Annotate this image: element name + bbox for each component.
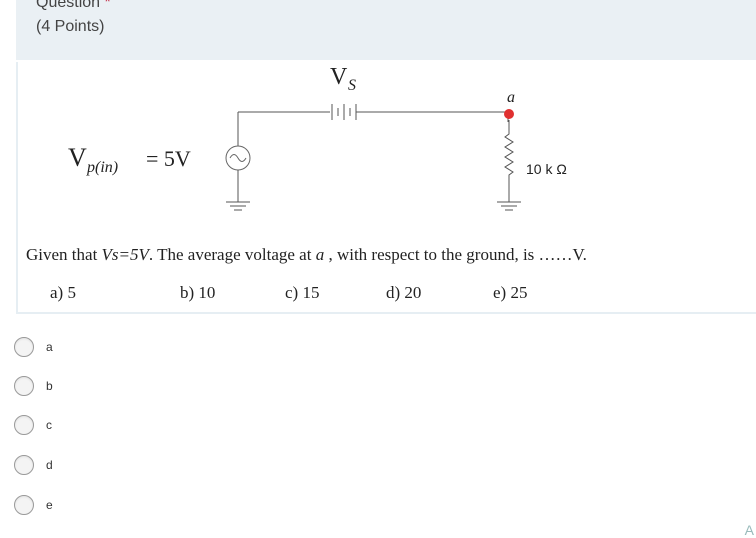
problem-vs: Vs=5V bbox=[102, 245, 152, 264]
option-label: b bbox=[46, 379, 53, 393]
option-a[interactable]: a bbox=[14, 335, 53, 359]
option-b[interactable]: b bbox=[14, 374, 53, 398]
source-sub: p(in) bbox=[86, 159, 118, 176]
resistor-label: 10 k Ω bbox=[526, 161, 567, 177]
ground-icon-right bbox=[497, 201, 521, 211]
battery-symbol bbox=[331, 104, 357, 120]
question-title-text: Question bbox=[36, 0, 101, 11]
choice-b: b) 10 bbox=[180, 283, 215, 302]
option-label: e bbox=[46, 498, 53, 512]
option-label: d bbox=[46, 458, 53, 472]
radio-button[interactable] bbox=[14, 337, 34, 357]
node-a-dot bbox=[504, 109, 514, 119]
question-points: (4 Points) bbox=[36, 18, 105, 35]
question-title: Question * bbox=[36, 0, 111, 12]
option-e[interactable]: e bbox=[14, 493, 53, 517]
choice-c: c) 15 bbox=[285, 283, 319, 302]
option-c[interactable]: c bbox=[14, 413, 52, 437]
problem-prefix: Given that bbox=[26, 245, 102, 264]
radio-button[interactable] bbox=[14, 495, 34, 515]
required-mark: * bbox=[104, 0, 111, 11]
radio-button[interactable] bbox=[14, 415, 34, 435]
circuit-diagram: V S V p(in) = 5V a 10 k Ω Given that Vs=… bbox=[26, 64, 587, 302]
battery-sub: S bbox=[348, 77, 356, 94]
source-value: = 5V bbox=[146, 146, 191, 171]
choice-d: d) 20 bbox=[386, 283, 421, 302]
radio-button[interactable] bbox=[14, 376, 34, 396]
source-label: V bbox=[68, 143, 87, 172]
sine-wave-icon bbox=[229, 154, 247, 162]
problem-middle: . The average voltage at bbox=[149, 245, 316, 264]
problem-suffix: , with respect to the ground, is ……V. bbox=[324, 245, 587, 264]
ground-icon-left bbox=[226, 201, 250, 211]
battery-label: V bbox=[330, 64, 348, 90]
option-d[interactable]: d bbox=[14, 453, 53, 477]
corner-glyph: A bbox=[744, 522, 754, 538]
choice-a: a) 5 bbox=[50, 283, 76, 302]
resistor-symbol bbox=[504, 120, 514, 202]
battery-gap bbox=[330, 102, 356, 122]
option-label: a bbox=[46, 340, 53, 354]
node-label: a bbox=[507, 89, 515, 106]
choice-e: e) 25 bbox=[493, 283, 527, 302]
problem-node: a bbox=[316, 245, 325, 264]
question-header: Question * (4 Points) bbox=[16, 0, 756, 60]
problem-statement: Given that Vs=5V. The average voltage at… bbox=[26, 245, 587, 264]
question-figure: V S V p(in) = 5V a 10 k Ω Given that Vs=… bbox=[16, 62, 756, 314]
option-label: c bbox=[46, 418, 52, 432]
radio-button[interactable] bbox=[14, 455, 34, 475]
